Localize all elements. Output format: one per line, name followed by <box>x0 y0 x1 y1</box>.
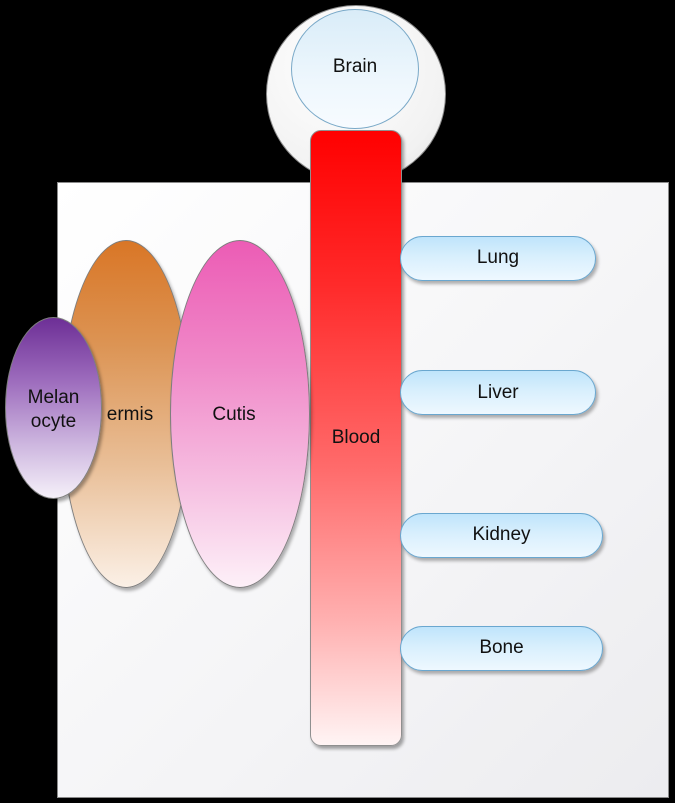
melanocyte-label-line1: Melan <box>27 387 80 408</box>
organ-kidney <box>400 513 603 558</box>
organ-liver-label: Liver <box>477 382 519 403</box>
organ-kidney-label: Kidney <box>472 524 531 545</box>
organ-lung <box>400 236 596 281</box>
organ-bone-label: Bone <box>479 637 524 658</box>
dermis-label: ermis <box>106 404 154 425</box>
blood-label: Blood <box>331 427 381 448</box>
brain-label: Brain <box>332 56 378 77</box>
melanocyte-cell <box>5 317 102 499</box>
organ-liver <box>400 370 596 415</box>
brain-node <box>291 9 419 129</box>
cutis-layer <box>170 240 310 588</box>
organ-bone <box>400 626 603 671</box>
melanocyte-label-line2: ocyte <box>30 411 77 432</box>
cutis-label: Cutis <box>212 404 256 425</box>
organ-lung-label: Lung <box>476 247 520 268</box>
blood-column <box>310 130 402 746</box>
